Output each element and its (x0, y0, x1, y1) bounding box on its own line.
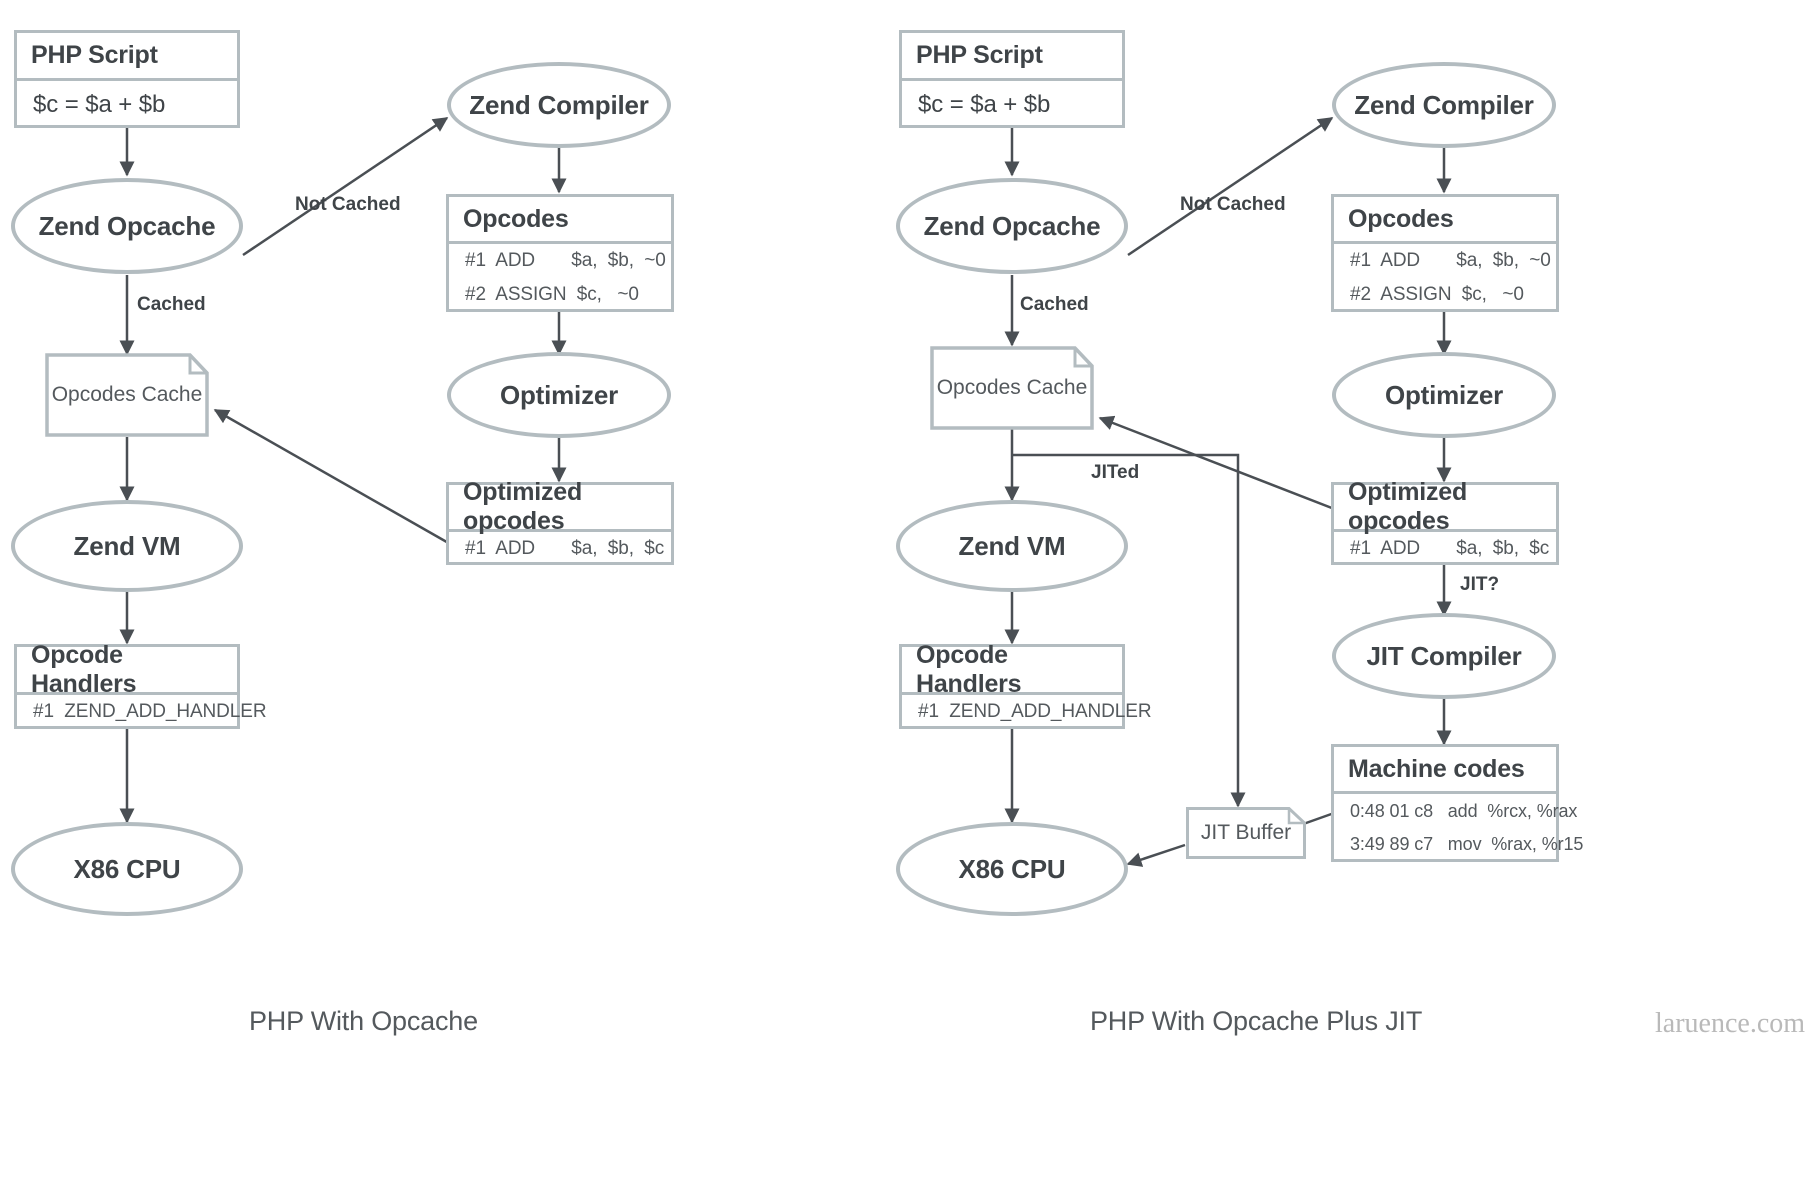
right-php-script-box[interactable]: PHP Script $c = $a + $b (899, 30, 1125, 128)
left-zend-opcache-label: Zend Opcache (38, 210, 216, 241)
divider (902, 692, 1122, 695)
left-opcode-handlers-box[interactable]: Opcode Handlers #1 ZEND_ADD_HANDLER (14, 640, 267, 729)
left-label-cached: Cached (137, 294, 206, 315)
right-zend-opcache-node[interactable]: Zend Opcache (896, 178, 1128, 274)
note-shape-icon (930, 346, 1094, 430)
right-jit-buffer-note[interactable]: JIT Buffer (1185, 806, 1307, 860)
right-opcodes-title: Opcodes (1348, 204, 1454, 233)
right-optimized-opcodes-box[interactable]: Optimized opcodes #1 ADD $a, $b, $c (1331, 478, 1559, 565)
right-label-jit-question: JIT? (1460, 574, 1500, 595)
left-x86-cpu-node[interactable]: X86 CPU (11, 822, 243, 916)
right-machine-codes-box[interactable]: Machine codes 0:48 01 c8 add %rcx, %rax … (1331, 744, 1584, 862)
right-zend-opcache-label: Zend Opcache (923, 210, 1101, 241)
right-zend-vm-label: Zend VM (958, 530, 1066, 561)
note-shape-icon (45, 353, 209, 437)
left-x86-cpu-label: X86 CPU (73, 853, 181, 884)
right-zend-vm-node[interactable]: Zend VM (896, 500, 1128, 592)
right-machine-codes-title: Machine codes (1348, 754, 1525, 783)
divider (449, 529, 671, 532)
left-zend-compiler-label: Zend Compiler (469, 89, 649, 120)
right-zend-compiler-node[interactable]: Zend Compiler (1332, 62, 1556, 148)
left-zend-vm-label: Zend VM (73, 530, 181, 561)
edge-opcache-to-compiler (242, 116, 449, 257)
right-opcode-handlers-title: Opcode Handlers (916, 640, 1022, 698)
left-opcode-handlers-title: Opcode Handlers (31, 640, 137, 698)
divider (1334, 791, 1556, 794)
left-optimizer-label: Optimizer (499, 379, 619, 410)
left-php-script-code: $c = $a + $b (33, 90, 166, 118)
right-opcodes-cache-note[interactable]: Opcodes Cache (929, 345, 1095, 431)
right-x86-cpu-node[interactable]: X86 CPU (896, 822, 1128, 916)
divider (17, 692, 237, 695)
divider (902, 78, 1122, 81)
right-optimized-opcodes-title: Optimized opcodes (1348, 478, 1468, 535)
edge-optimized-to-cache (213, 408, 453, 547)
left-opcodes-title: Opcodes (463, 204, 569, 233)
left-opcodes-box[interactable]: Opcodes #1 ADD $a, $b, ~0 #2 ASSIGN $c, … (446, 194, 674, 312)
right-machine-codes-line-2: 3:49 89 c7 mov %rax, %r15 (1350, 834, 1584, 854)
right-opcodes-cache-label: Opcodes Cache (936, 376, 1088, 399)
right-opcodes-box[interactable]: Opcodes #1 ADD $a, $b, ~0 #2 ASSIGN $c, … (1331, 194, 1559, 312)
right-php-script-title: PHP Script (916, 41, 1043, 69)
left-optimized-opcodes-box[interactable]: Optimized opcodes #1 ADD $a, $b, $c (446, 478, 674, 565)
right-x86-cpu-label: X86 CPU (958, 853, 1066, 884)
left-caption: PHP With Opcache (249, 1006, 478, 1036)
right-label-cached: Cached (1020, 294, 1089, 315)
left-php-script-title: PHP Script (31, 41, 158, 69)
divider (449, 241, 671, 244)
left-php-script-box[interactable]: PHP Script $c = $a + $b (14, 30, 240, 128)
left-zend-opcache-node[interactable]: Zend Opcache (11, 178, 243, 274)
divider (1334, 241, 1556, 244)
edge-r-opcache-to-compiler (1127, 116, 1334, 257)
watermark: laruence.com (1655, 1008, 1806, 1039)
right-opcode-handlers-line-1: #1 ZEND_ADD_HANDLER (918, 701, 1152, 722)
right-caption: PHP With Opcache Plus JIT (1090, 1006, 1423, 1036)
right-opcodes-line-1: #1 ADD $a, $b, ~0 (1350, 250, 1551, 271)
right-optimizer-label: Optimizer (1384, 379, 1504, 410)
right-machine-codes-line-1: 0:48 01 c8 add %rcx, %rax (1350, 800, 1578, 821)
note-shape-icon (1186, 807, 1306, 859)
right-zend-compiler-label: Zend Compiler (1354, 89, 1534, 120)
right-php-script-code: $c = $a + $b (918, 90, 1051, 118)
left-opcodes-line-1: #1 ADD $a, $b, ~0 (465, 250, 666, 271)
right-optimizer-node[interactable]: Optimizer (1332, 352, 1556, 438)
left-zend-vm-node[interactable]: Zend VM (11, 500, 243, 592)
left-optimized-opcodes-line-1: #1 ADD $a, $b, $c (465, 537, 665, 559)
left-opcodes-cache-label: Opcodes Cache (51, 383, 203, 406)
right-jit-buffer-label: JIT Buffer (1200, 821, 1292, 844)
right-jit-compiler-label: JIT Compiler (1366, 640, 1522, 671)
left-zend-compiler-node[interactable]: Zend Compiler (447, 62, 671, 148)
left-optimized-opcodes-title: Optimized opcodes (463, 478, 583, 535)
left-label-not-cached: Not Cached (295, 194, 401, 215)
left-opcodes-cache-note[interactable]: Opcodes Cache (44, 352, 210, 438)
left-optimizer-node[interactable]: Optimizer (447, 352, 671, 438)
edge-r-buffer-to-cpu (1126, 843, 1186, 867)
right-label-not-cached: Not Cached (1180, 194, 1286, 215)
right-opcodes-line-2: #2 ASSIGN $c, ~0 (1350, 283, 1524, 305)
right-optimized-opcodes-line-1: #1 ADD $a, $b, $c (1350, 537, 1550, 559)
right-jit-compiler-node[interactable]: JIT Compiler (1332, 613, 1556, 699)
left-opcode-handlers-line-1: #1 ZEND_ADD_HANDLER (33, 701, 267, 722)
right-label-jited: JITed (1091, 462, 1140, 483)
divider (17, 78, 237, 81)
divider (1334, 529, 1556, 532)
left-opcodes-line-2: #2 ASSIGN $c, ~0 (465, 283, 639, 305)
right-opcode-handlers-box[interactable]: Opcode Handlers #1 ZEND_ADD_HANDLER (899, 640, 1152, 729)
